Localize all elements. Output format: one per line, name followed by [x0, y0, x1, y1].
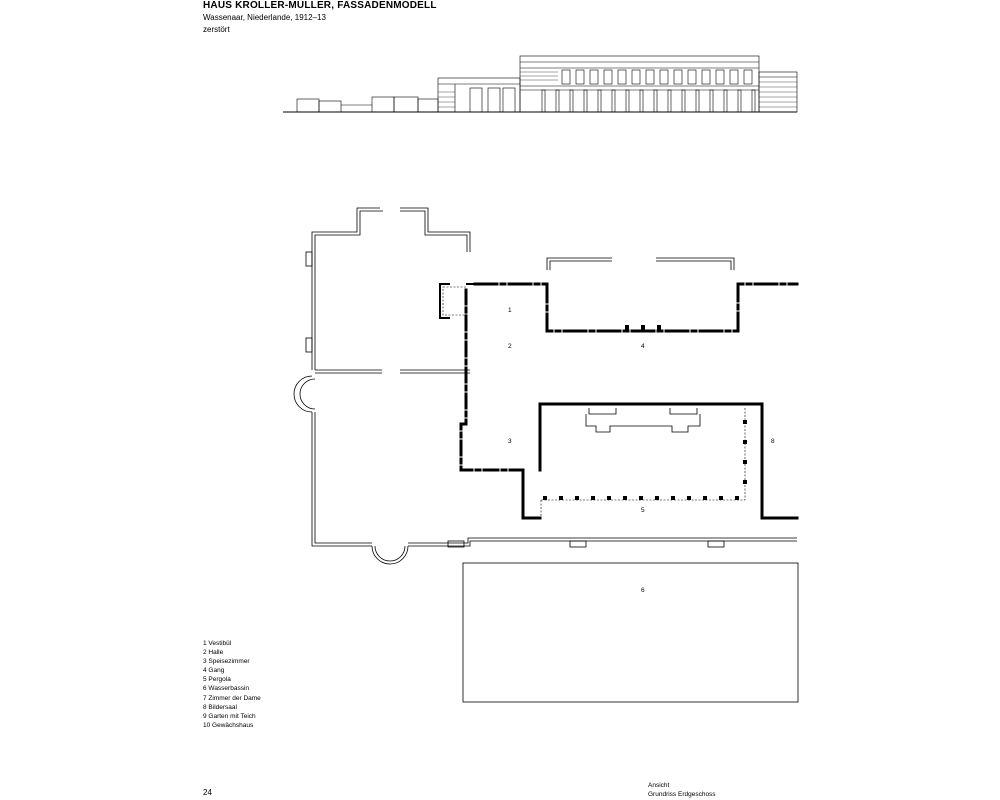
plan-label-5: 5 [641, 507, 645, 514]
plan-label-4: 4 [641, 343, 645, 350]
legend-item: 2 Halle [203, 649, 224, 657]
legend-list: 1 Vestibül 2 Halle 3 Speisezimmer 4 Gang… [203, 639, 261, 730]
legend-item: 1 Vestibül [203, 640, 232, 647]
plan-label-3: 3 [508, 438, 512, 445]
floor-plan [293, 207, 799, 703]
legend-item: 10 Gewächshaus [203, 721, 254, 729]
plan-label-8: 8 [771, 438, 775, 445]
legend-item: 8 Bildersaal [203, 703, 237, 711]
elevation-drawing [283, 55, 798, 113]
legend-item: 4 Gang [203, 667, 225, 675]
plan-label-1: 1 [508, 307, 512, 314]
legend-item: 3 Speisezimmer [203, 658, 250, 666]
page-title: HAUS KRÖLLER-MÜLLER, FASSADENMODELL [203, 0, 437, 11]
figure-caption: Ansicht Grundriss Erdgeschoss [648, 781, 716, 799]
legend-item: 6 Wasserbassin [203, 685, 249, 693]
caption-line-elevation: Ansicht [648, 782, 670, 789]
page-number: 24 [203, 788, 212, 797]
legend-item: 5 Pergola [203, 676, 231, 684]
plan-labels: 1 2 3 4 5 6 8 [508, 307, 775, 594]
status-note: zerstört [203, 25, 230, 34]
plan-label-2: 2 [508, 343, 512, 350]
legend-item: 9 Garten mit Teich [203, 712, 256, 720]
page-subtitle: Wassenaar, Niederlande, 1912–13 [203, 13, 326, 22]
plan-label-6: 6 [641, 587, 645, 594]
legend-item: 7 Zimmer der Dame [203, 694, 261, 702]
caption-line-plan: Grundriss Erdgeschoss [648, 791, 716, 798]
